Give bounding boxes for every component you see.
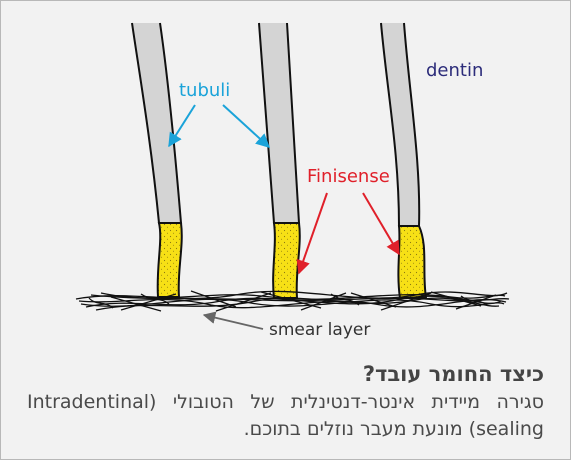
- explanation-block: כיצד החומר עובד? סגירה מיידית אינטר-דנטי…: [27, 359, 544, 443]
- finisense-arrow-left: [299, 193, 327, 273]
- tubule-3: [381, 23, 426, 298]
- dentin-label: dentin: [426, 60, 483, 81]
- section-body: סגירה מיידית אינטר-דנטינלית של הטובולי (…: [27, 389, 544, 443]
- sealant-1: [158, 223, 182, 297]
- tubuli-arrow-right: [223, 105, 269, 147]
- tubule-1: [132, 23, 182, 297]
- finisense-arrow-right: [363, 193, 399, 254]
- tubule-2: [259, 23, 300, 298]
- finisense-label: Finisense: [307, 166, 390, 187]
- smear-layer-arrow: [204, 315, 263, 329]
- tubuli-label: tubuli: [179, 80, 230, 101]
- section-heading: כיצד החומר עובד?: [27, 359, 544, 389]
- sealant-3: [398, 226, 426, 298]
- sealant-2: [273, 223, 300, 298]
- tubuli-diagram: tubuli dentin Finisense smear layer: [1, 1, 571, 351]
- smear-layer-label: smear layer: [269, 320, 370, 340]
